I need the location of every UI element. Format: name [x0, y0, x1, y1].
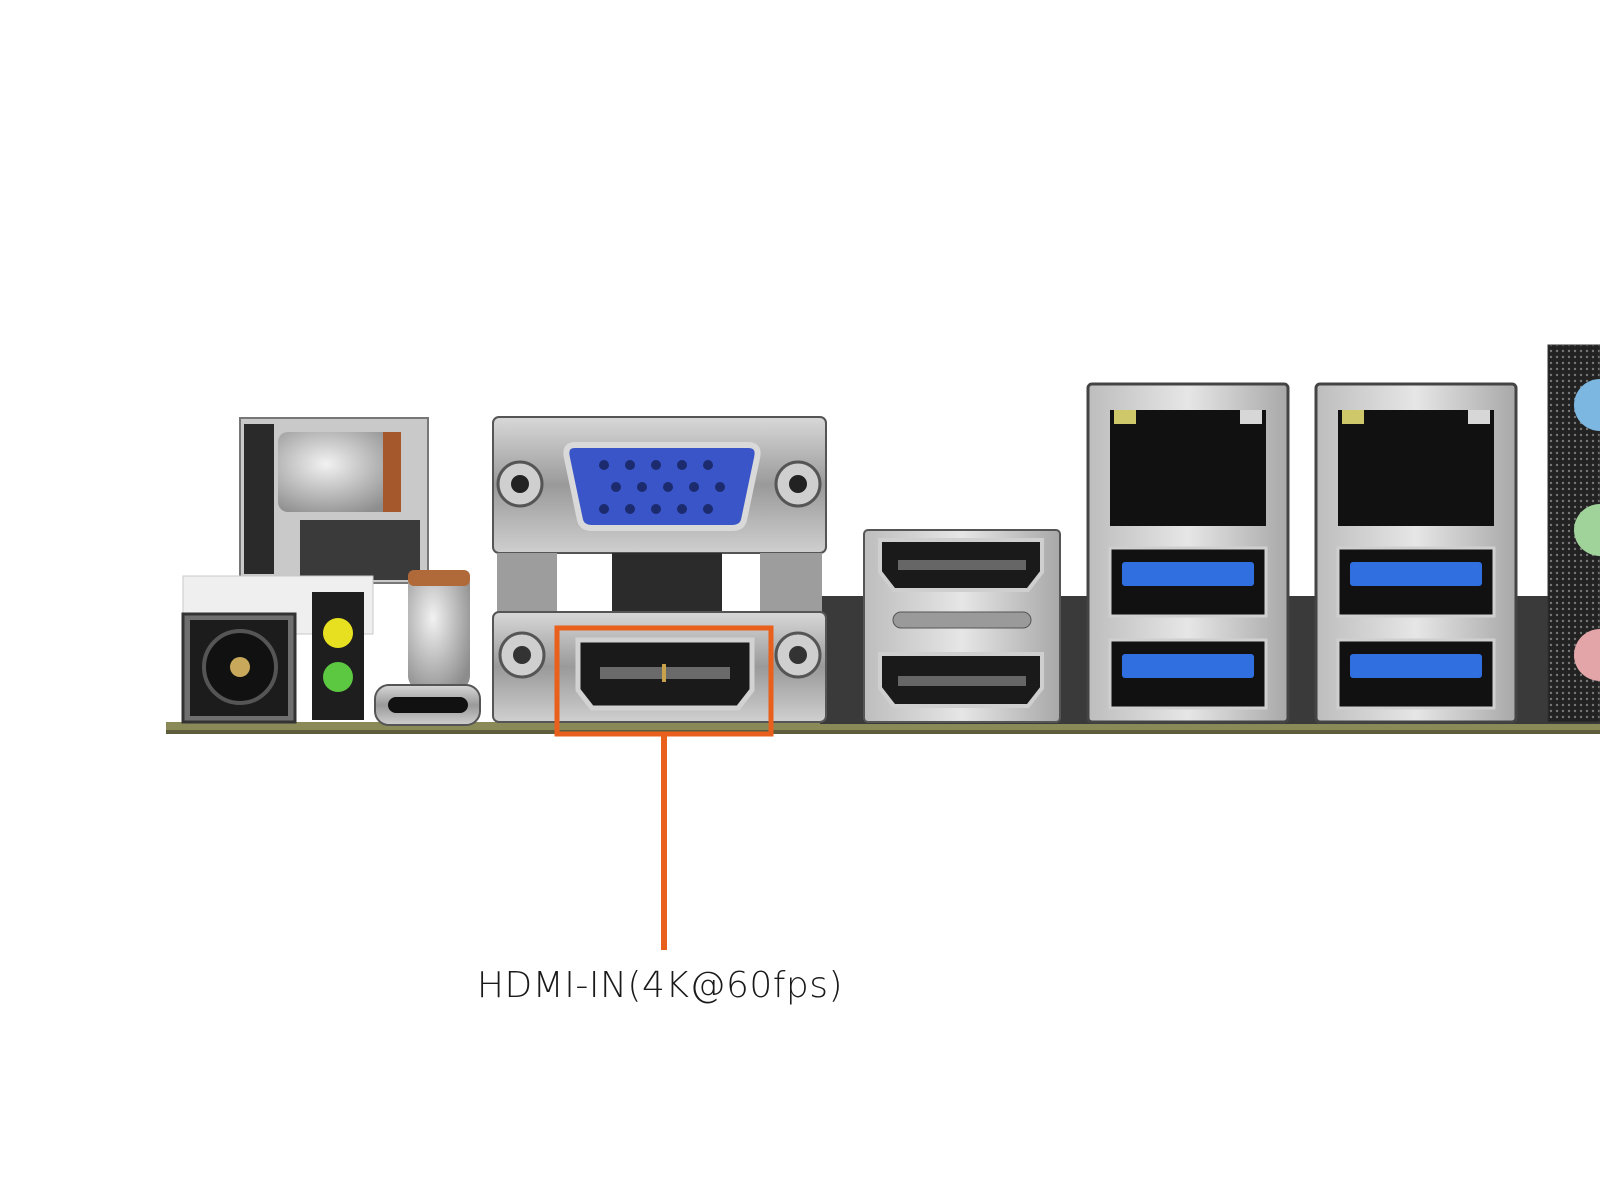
- usb3-port: [1336, 546, 1496, 618]
- capacitor-2: [408, 570, 470, 690]
- usb-c-port: [374, 684, 481, 726]
- status-led-yellow: [323, 618, 353, 648]
- audio-jack-blue: [1574, 379, 1600, 431]
- vga-port: [563, 442, 761, 531]
- vga-pins: [599, 460, 725, 514]
- audio-jack-block: [1547, 344, 1600, 723]
- usb3-port: [1108, 638, 1268, 710]
- usb3-port: [1108, 546, 1268, 618]
- dc-power-jack: [181, 612, 297, 724]
- power-module: [239, 417, 429, 584]
- audio-jack-green: [1574, 504, 1600, 556]
- status-led-green: [323, 662, 353, 692]
- callout-label: HDMI-IN(4K@60fps): [476, 965, 844, 1006]
- hdmi-out-port-top: [878, 538, 1044, 592]
- audio-jack-pink: [1574, 629, 1600, 681]
- usb3-port: [1336, 638, 1496, 710]
- ethernet-port-2: [1338, 410, 1494, 526]
- ethernet-port-1: [1110, 410, 1266, 526]
- hdmi-out-stack: [863, 529, 1061, 723]
- hdmi-in-port: [575, 637, 755, 711]
- status-leds: [312, 592, 364, 720]
- hdmi-out-port-bottom: [878, 652, 1044, 708]
- ethernet-usb-stack-1: [1086, 382, 1290, 724]
- ethernet-usb-stack-2: [1314, 382, 1518, 724]
- pcb-edge-shadow: [166, 730, 1600, 734]
